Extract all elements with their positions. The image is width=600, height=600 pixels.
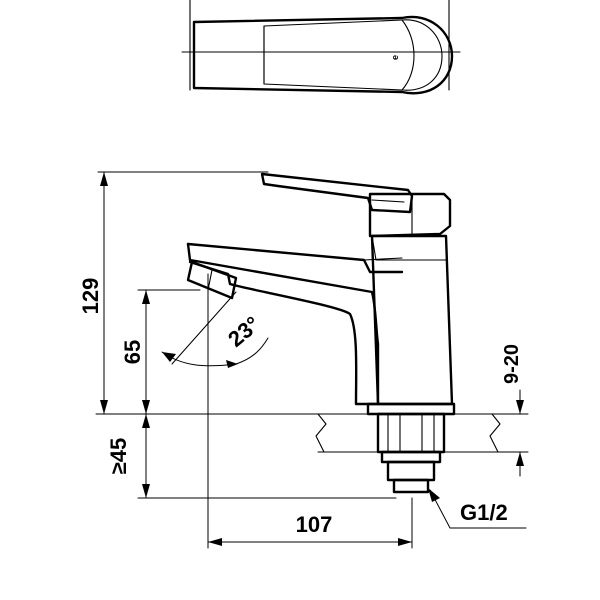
arrow-129-bottom — [100, 400, 108, 414]
arrow-65-top — [142, 290, 150, 304]
arrow-107-right — [398, 538, 412, 546]
base-plate — [366, 402, 456, 416]
shank-washer — [380, 450, 442, 464]
angle-arrow-left — [162, 352, 176, 362]
handle-lever-edge — [371, 199, 405, 203]
label-height-spout: 65 — [120, 340, 145, 364]
arrow-45-top — [142, 414, 150, 428]
dimensions: 129 65 ≥45 107 9-20 23° G1/2 — [78, 171, 529, 549]
top-view-handle-inner — [263, 19, 443, 91]
top-view-lever-bend — [401, 19, 415, 91]
arrow-45-bottom — [142, 484, 150, 498]
handle-head — [368, 192, 452, 238]
label-below-deck: ≥45 — [106, 438, 131, 475]
aerator — [186, 260, 238, 300]
top-view-handle-outline — [192, 15, 454, 95]
spout — [186, 242, 380, 406]
thread-leader — [429, 489, 527, 529]
threaded-shank — [386, 460, 436, 482]
thread-leader-arrow — [428, 488, 440, 502]
handle-lever — [260, 172, 414, 214]
spout-upper-edge — [186, 242, 404, 274]
label-reach: 107 — [296, 512, 333, 537]
angle-arrow-right — [226, 360, 238, 368]
label-thread: G1/2 — [460, 500, 508, 525]
deck-right-break — [489, 413, 501, 453]
body-column-top-ring — [371, 235, 447, 261]
body-column — [370, 234, 454, 406]
arrow-65-bottom — [142, 400, 150, 414]
shank-end — [392, 478, 430, 494]
brand-mark: e — [390, 55, 400, 60]
counter-deck — [315, 413, 501, 453]
faucet-side-view — [186, 172, 501, 494]
spout-collar — [363, 257, 403, 261]
aerator-ring — [207, 269, 213, 291]
arrow-129-top — [100, 172, 108, 186]
angle-ray — [171, 291, 237, 365]
label-angle: 23° — [223, 311, 265, 352]
arrow-107-left — [208, 538, 222, 546]
arrow-9-20-top — [516, 400, 524, 414]
arrow-9-20-bottom — [516, 452, 524, 466]
deck-left-break — [315, 413, 327, 453]
top-view: e — [181, 0, 461, 95]
label-base-thread: 9-20 — [501, 344, 523, 384]
label-height-total: 129 — [78, 278, 103, 315]
angle-arc-right — [235, 337, 269, 365]
